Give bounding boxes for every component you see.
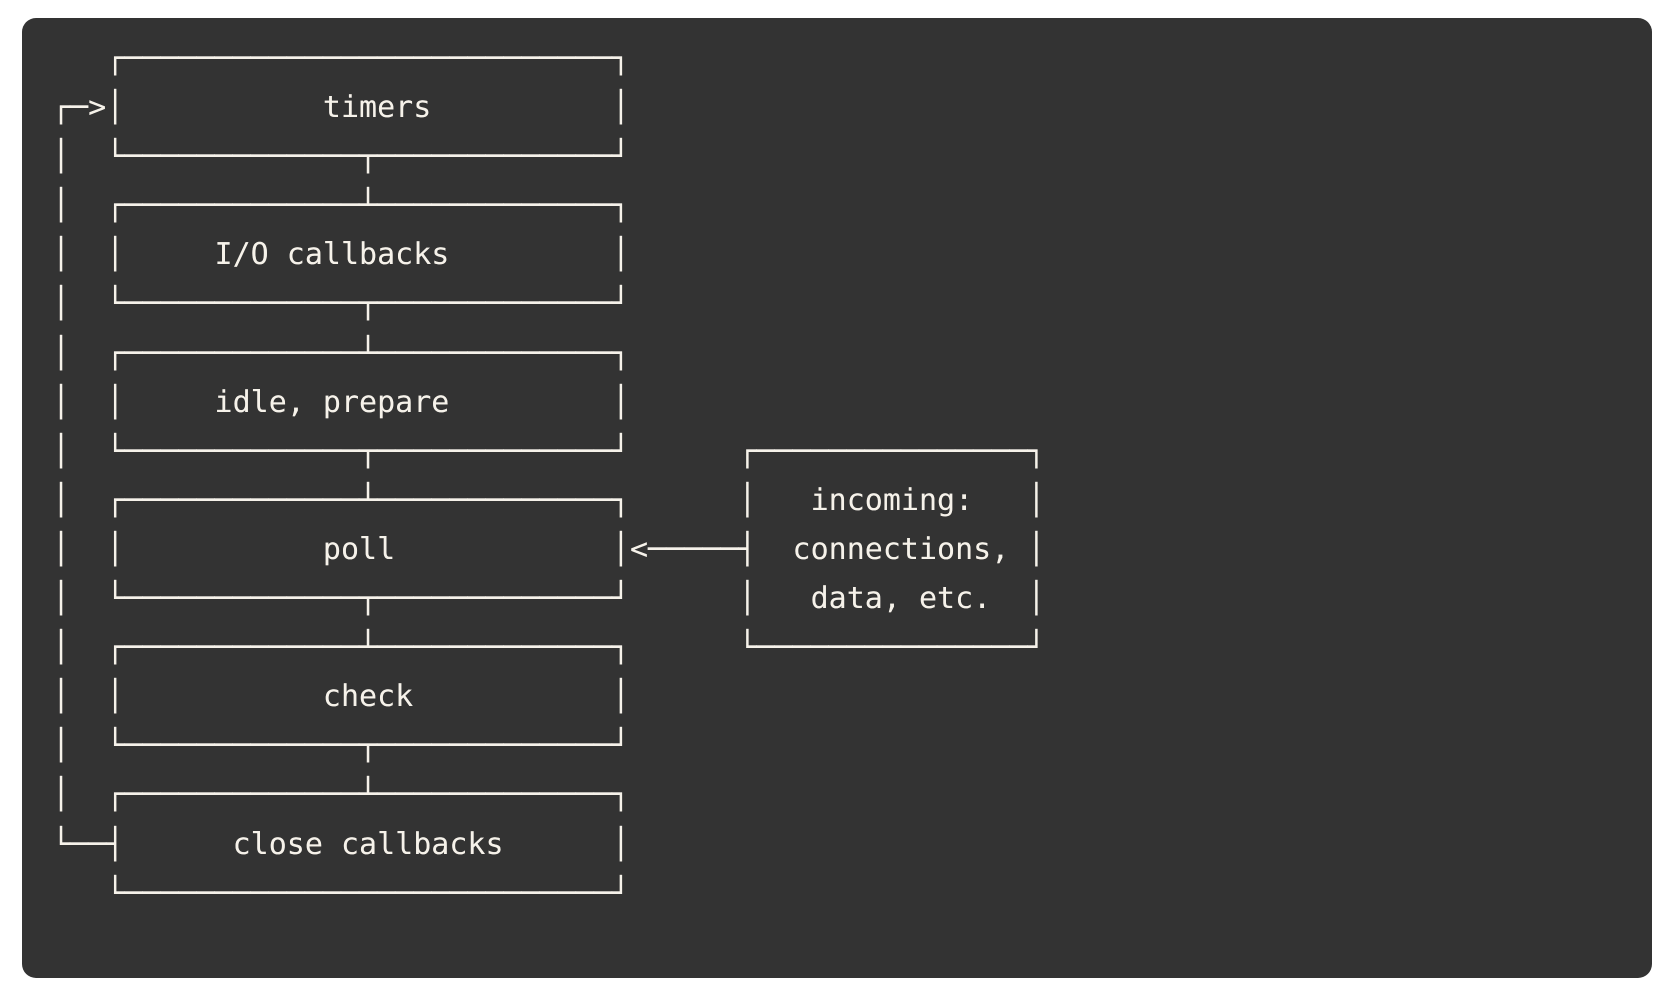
dark-panel: ┌───────────────────────────┐ ┌─>│ timer…: [22, 18, 1652, 978]
event-loop-ascii-art: ┌───────────────────────────┐ ┌─>│ timer…: [52, 41, 1046, 911]
